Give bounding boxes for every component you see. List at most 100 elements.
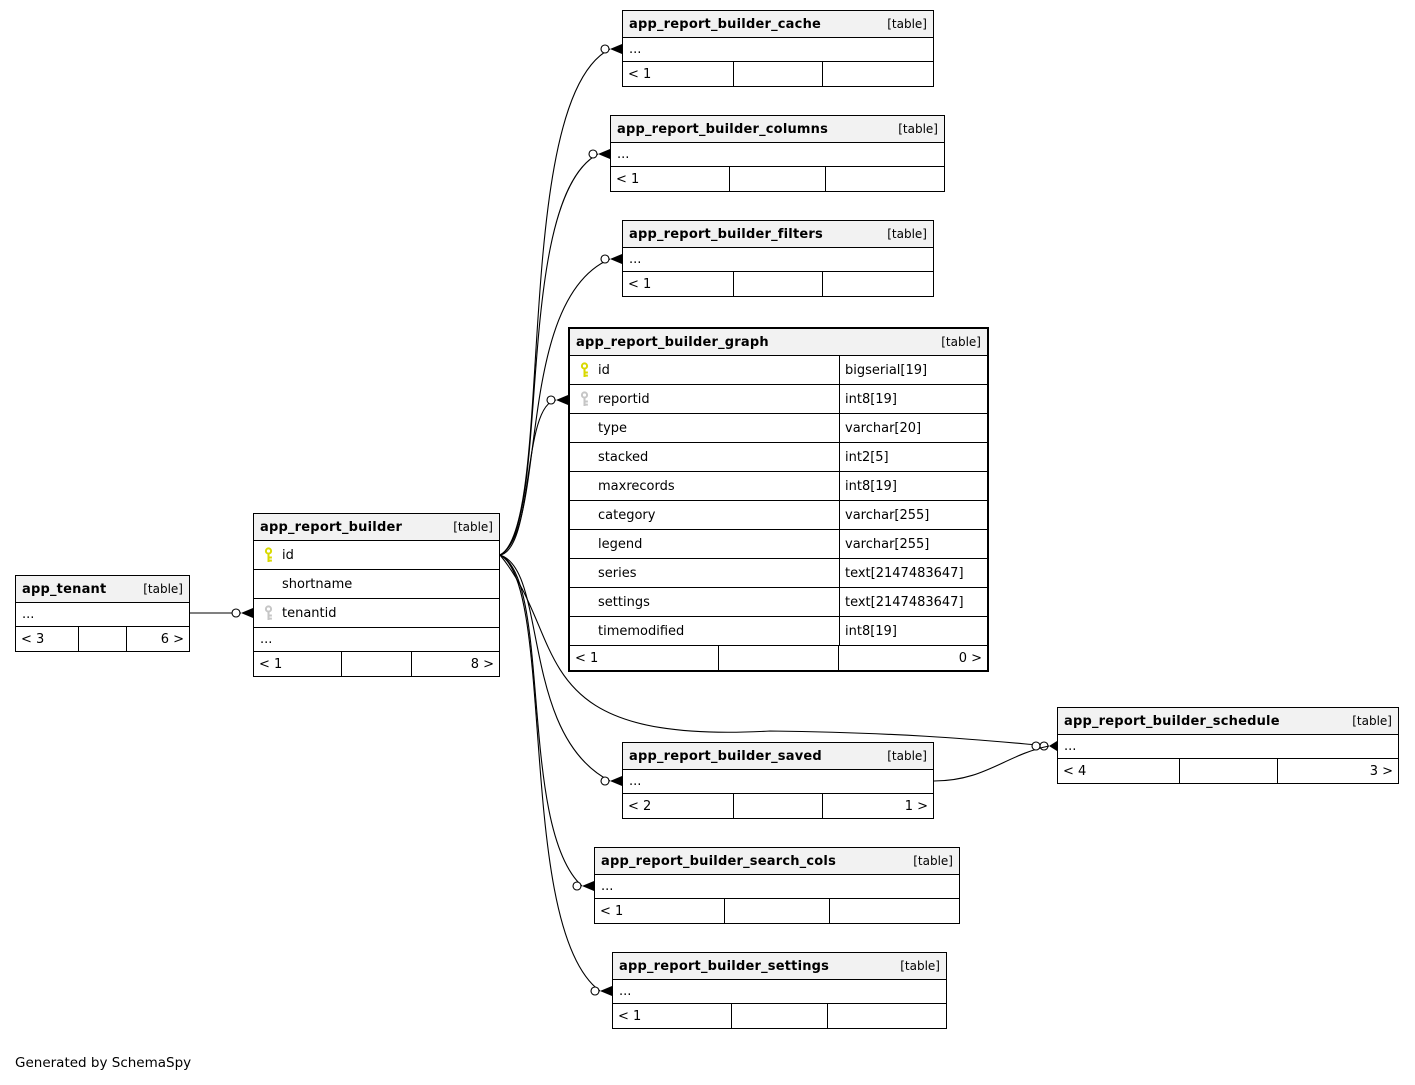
table-app-report-builder-filters: app_report_builder_filters [table] ... <… — [622, 220, 934, 297]
degree-row: < 1 — [611, 167, 944, 191]
table-header-app-report-builder[interactable]: app_report_builder [table] — [254, 514, 499, 541]
degree-out — [830, 899, 959, 923]
degree-mid — [729, 167, 826, 191]
table-header-schedule[interactable]: app_report_builder_schedule [table] — [1058, 708, 1398, 735]
table-app-report-builder-settings: app_report_builder_settings [table] ... … — [612, 952, 947, 1029]
table-name[interactable]: app_report_builder_saved — [629, 748, 822, 764]
column-name: maxrecords — [598, 478, 675, 494]
column-name: id — [598, 362, 610, 378]
foreign-key-icon — [577, 391, 591, 407]
degree-mid — [1178, 759, 1278, 783]
table-tag: [table] — [143, 582, 183, 596]
degree-in: < 3 — [21, 631, 45, 647]
column-type: varchar[20] — [839, 414, 987, 442]
column-type: varchar[255] — [839, 501, 987, 529]
column-row-type: type varchar[20] — [570, 414, 987, 443]
column-row-id: id bigserial[19] — [570, 356, 987, 385]
collapsed-columns-row: ... — [611, 143, 944, 167]
column-row-category: category varchar[255] — [570, 501, 987, 530]
table-name[interactable]: app_report_builder_graph — [576, 334, 769, 350]
column-name: stacked — [598, 449, 649, 465]
table-header-settings[interactable]: app_report_builder_settings [table] — [613, 953, 946, 980]
column-row-tenantid: tenantid — [254, 599, 499, 628]
degree-out — [828, 1004, 946, 1028]
degree-in: < 1 — [628, 66, 652, 82]
table-tag: [table] — [453, 520, 493, 534]
column-type: text[2147483647] — [839, 559, 987, 587]
degree-mid — [731, 1004, 828, 1028]
column-type: int8[19] — [839, 617, 987, 645]
column-row-settings: settings text[2147483647] — [570, 588, 987, 617]
table-header-filters[interactable]: app_report_builder_filters [table] — [623, 221, 933, 248]
degree-row: < 4 3 > — [1058, 759, 1398, 783]
collapsed-columns-row: ... — [623, 770, 933, 794]
column-name: tenantid — [282, 605, 337, 621]
table-header-search-cols[interactable]: app_report_builder_search_cols [table] — [595, 848, 959, 875]
table-name[interactable]: app_tenant — [22, 581, 107, 597]
column-row-timemodified: timemodified int8[19] — [570, 617, 987, 646]
degree-in: < 1 — [628, 276, 652, 292]
column-name: series — [598, 565, 637, 581]
degree-mid — [717, 646, 840, 670]
column-type: varchar[255] — [839, 530, 987, 558]
table-tag: [table] — [1352, 714, 1392, 728]
collapsed-columns-row: ... — [16, 603, 189, 627]
table-header-graph[interactable]: app_report_builder_graph [table] — [570, 329, 987, 356]
column-name: settings — [598, 594, 650, 610]
column-type: int8[19] — [839, 385, 987, 413]
column-row-shortname: shortname — [254, 570, 499, 599]
table-app-report-builder-search-cols: app_report_builder_search_cols [table] .… — [594, 847, 960, 924]
degree-row: < 1 8 > — [254, 652, 499, 676]
table-name[interactable]: app_report_builder_filters — [629, 226, 823, 242]
foreign-key-icon — [261, 605, 275, 621]
table-tag: [table] — [900, 959, 940, 973]
column-type: int2[5] — [839, 443, 987, 471]
table-tag: [table] — [887, 17, 927, 31]
table-name[interactable]: app_report_builder_search_cols — [601, 853, 837, 869]
table-app-report-builder-schedule: app_report_builder_schedule [table] ... … — [1057, 707, 1399, 784]
table-header-columns[interactable]: app_report_builder_columns [table] — [611, 116, 944, 143]
column-row-series: series text[2147483647] — [570, 559, 987, 588]
column-row-reportid: reportid int8[19] — [570, 385, 987, 414]
degree-in: < 1 — [618, 1008, 642, 1024]
table-name[interactable]: app_report_builder_cache — [629, 16, 822, 32]
table-app-report-builder: app_report_builder [table] id shortname — [253, 513, 500, 677]
table-name[interactable]: app_report_builder_columns — [617, 121, 829, 137]
degree-out: 1 > — [904, 798, 928, 814]
degree-in: < 1 — [600, 903, 624, 919]
collapsed-columns-row: ... — [613, 980, 946, 1004]
table-tag: [table] — [941, 335, 981, 349]
column-name: timemodified — [598, 623, 685, 639]
table-header-app-tenant[interactable]: app_tenant [table] — [16, 576, 189, 603]
degree-out: 0 > — [958, 650, 982, 666]
degree-row: < 2 1 > — [623, 794, 933, 818]
table-tag: [table] — [887, 749, 927, 763]
degree-in: < 1 — [259, 656, 283, 672]
degree-in: < 1 — [616, 171, 640, 187]
column-type: bigserial[19] — [839, 356, 987, 384]
degree-row: < 1 — [623, 62, 933, 86]
column-name: id — [282, 547, 294, 563]
primary-key-icon — [261, 547, 275, 563]
table-name[interactable]: app_report_builder_schedule — [1064, 713, 1280, 729]
table-header-cache[interactable]: app_report_builder_cache [table] — [623, 11, 933, 38]
column-row-maxrecords: maxrecords int8[19] — [570, 472, 987, 501]
collapsed-columns-row: ... — [254, 628, 499, 652]
table-header-saved[interactable]: app_report_builder_saved [table] — [623, 743, 933, 770]
degree-out: 8 > — [470, 656, 495, 672]
table-name[interactable]: app_report_builder_settings — [619, 958, 830, 974]
edge-builder-to-cache — [499, 44, 622, 556]
degree-mid — [732, 794, 824, 818]
table-app-report-builder-graph: app_report_builder_graph [table] id bigs… — [568, 327, 989, 672]
column-name: category — [598, 507, 656, 523]
table-name[interactable]: app_report_builder — [260, 519, 403, 535]
table-app-tenant: app_tenant [table] ... < 3 6 > — [15, 575, 190, 652]
degree-row: < 1 — [623, 272, 933, 296]
column-name: shortname — [282, 576, 353, 592]
primary-key-icon — [577, 362, 591, 378]
edge-tenant-to-builder-tenantid — [190, 608, 253, 618]
degree-mid — [732, 272, 824, 296]
column-row-legend: legend varchar[255] — [570, 530, 987, 559]
edge-builder-to-graph-reportid — [499, 395, 568, 556]
